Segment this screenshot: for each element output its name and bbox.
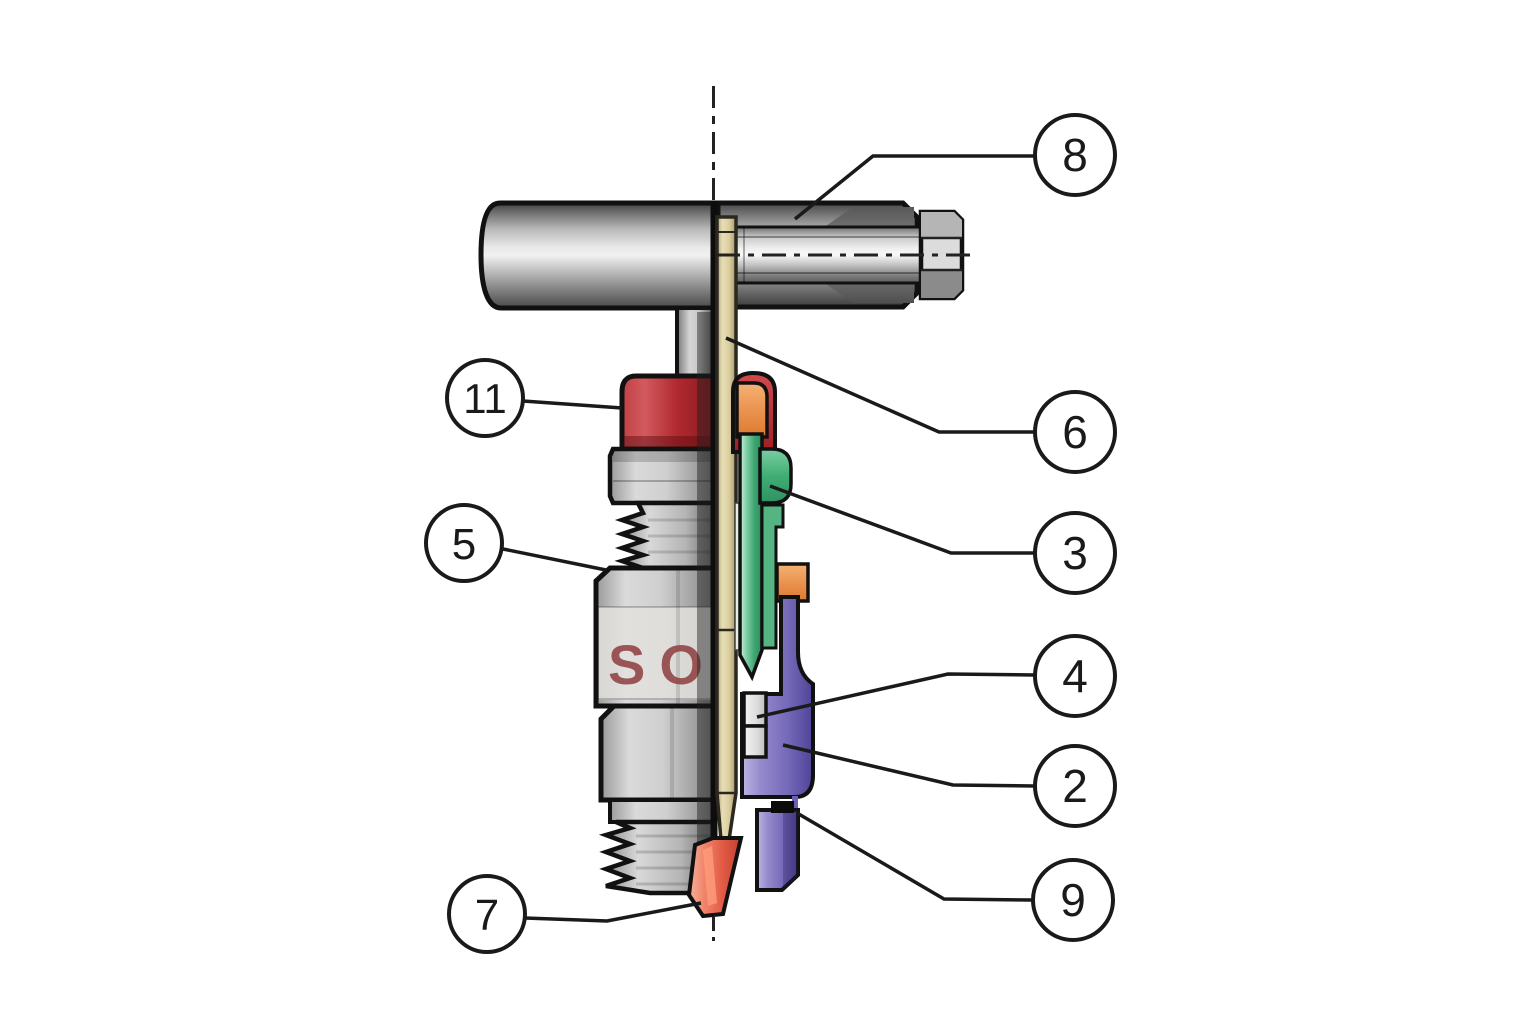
nozzle-tip-cone: [686, 836, 744, 919]
hex-body-lower: [598, 703, 716, 803]
top-cylinder: [478, 200, 716, 311]
white-spacer-upper: [742, 691, 768, 728]
callout-9-label: 9: [1060, 874, 1086, 926]
nozzle-tip: [686, 836, 744, 919]
leader-6: [725, 336, 1034, 434]
body-logo-text: SO: [608, 633, 717, 696]
callout-9: 9: [1031, 858, 1115, 942]
green-valve-bar: [738, 432, 764, 682]
internal-parts: [731, 370, 815, 892]
callout-8-label: 8: [1062, 129, 1088, 181]
hex-nut-facet-bottom: [921, 270, 962, 298]
callout-11: 11: [445, 358, 525, 438]
leader-11: [522, 399, 623, 410]
callout-11-label: 11: [463, 375, 507, 422]
nozzle-tip-highlight: [703, 846, 717, 906]
black-seal: [771, 801, 794, 813]
callout-8: 8: [1033, 113, 1117, 197]
leader-4: [756, 672, 1035, 719]
callout-4-label: 4: [1062, 650, 1088, 702]
centerlines: [712, 86, 977, 941]
callout-balloons: 8 6 3 4 2 9 11 5: [424, 113, 1117, 954]
callout-3: 3: [1033, 511, 1117, 595]
callout-7-label: 7: [475, 891, 499, 940]
orange-insert-top: [735, 381, 769, 439]
leader-9: [796, 811, 1033, 902]
white-spacer-lower: [742, 724, 768, 759]
leader-2: [782, 743, 1035, 788]
callout-2: 2: [1033, 744, 1117, 828]
logo-band: [599, 607, 711, 700]
leader-3: [769, 484, 1034, 555]
callout-3-label: 3: [1062, 527, 1088, 579]
purple-flange-facet: [783, 810, 798, 890]
hex-nut: [918, 209, 965, 301]
section-strip: [715, 215, 738, 842]
red-cap-shadow-band: [624, 436, 712, 449]
callout-5: 5: [424, 503, 504, 583]
callout-4: 4: [1033, 634, 1117, 718]
callout-7: 7: [447, 874, 527, 954]
callout-6: 6: [1033, 390, 1117, 474]
purple-connector: [792, 796, 798, 811]
fitting-assembly: [715, 200, 965, 310]
leader-7: [524, 901, 702, 923]
section-shadow-column: [697, 312, 714, 893]
leader-5: [502, 547, 607, 572]
callout-6-label: 6: [1062, 406, 1088, 458]
leader-lines: [502, 154, 1035, 923]
leader-8: [793, 154, 1034, 221]
green-lower-column: [760, 503, 785, 650]
valve-body: SO: [478, 200, 718, 896]
hex-nut-facet-top: [921, 212, 962, 238]
green-flange-bulge: [758, 447, 793, 505]
tan-gasket-strip: [715, 215, 738, 842]
callout-2-label: 2: [1062, 760, 1088, 812]
hex-collar-top-shade: [613, 451, 711, 462]
callout-5-label: 5: [452, 520, 476, 569]
